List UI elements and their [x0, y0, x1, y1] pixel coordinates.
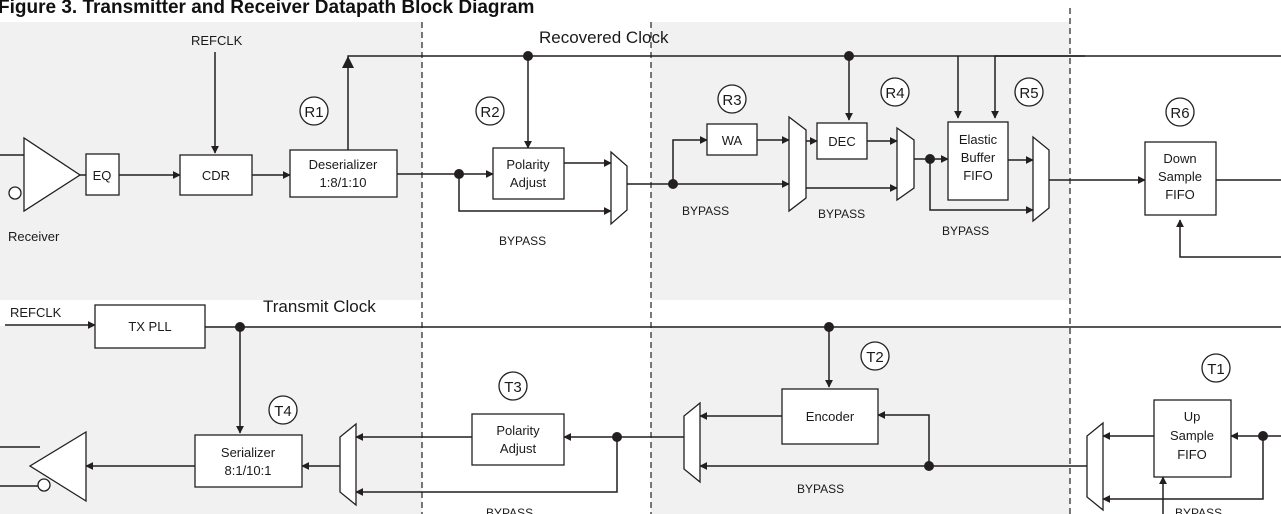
stage-marker-r5: R5	[1014, 77, 1044, 107]
transmitter-inverter-bubble	[37, 478, 51, 492]
stage-marker-r1: R1	[299, 96, 329, 126]
cdr-block	[179, 154, 253, 196]
dec-label: DEC	[828, 134, 855, 149]
eb-label-2: Buffer	[961, 150, 996, 165]
enc-bypass-label: BYPASS	[797, 482, 844, 496]
serializer-label-1: Serializer	[221, 445, 276, 460]
split-to-wa	[672, 136, 708, 184]
ds-label-3: FIFO	[1165, 187, 1195, 202]
tx-polarity-adjust-block	[471, 413, 565, 466]
stage-marker-t2: T2	[860, 341, 890, 371]
deserializer-label-2: 1:8/1:10	[320, 175, 367, 190]
serializer-label-2: 8:1/10:1	[225, 463, 272, 478]
recovered-clock-arrowhead	[342, 56, 354, 68]
us-label-3: FIFO	[1177, 447, 1207, 462]
wa-mux	[788, 115, 807, 213]
up-sample-fifo-block	[1153, 399, 1232, 478]
us-mux	[1086, 421, 1104, 512]
transmitter-driver	[28, 430, 87, 503]
eb-label-1: Elastic	[959, 132, 998, 147]
down-sample-fifo-block	[1144, 141, 1217, 216]
eb-mux	[1032, 135, 1050, 223]
eb-label-3: FIFO	[963, 168, 993, 183]
figure-title: Figure 3. Transmitter and Receiver Datap…	[0, 0, 534, 18]
stage-marker-r4: R4	[880, 77, 910, 107]
us-bypass-wire	[1102, 436, 1264, 503]
downsample-clock-input	[1176, 219, 1281, 258]
wa-label: WA	[722, 133, 743, 148]
stage-marker-r2: R2	[475, 96, 505, 126]
ds-label-2: Sample	[1158, 169, 1202, 184]
wa-bypass-label: BYPASS	[682, 204, 729, 218]
ds-label-1: Down	[1163, 151, 1196, 166]
txpol-bypass-wire	[355, 437, 618, 496]
tx-polarity-label-1: Polarity	[496, 423, 540, 438]
stage-t4-label: T4	[274, 403, 292, 420]
stage-r2-label: R2	[480, 104, 499, 121]
encoder-block	[781, 388, 879, 445]
stage-t3-label: T3	[504, 379, 522, 396]
tx-pol-bypass-label: BYPASS	[486, 506, 533, 514]
rx-polarity-adjust-block	[492, 147, 565, 200]
stage-r3-label: R3	[722, 92, 741, 109]
stage-marker-t4: T4	[268, 395, 298, 425]
stage-r4-label: R4	[885, 85, 904, 102]
deserializer-label-1: Deserializer	[309, 157, 378, 172]
us-bypass-label: BYPASS	[1175, 506, 1222, 514]
tx-pll-block	[94, 304, 206, 349]
transmit-clock-label: Transmit Clock	[263, 297, 376, 316]
dec-bypass-label: BYPASS	[818, 207, 865, 221]
split-to-encoder	[877, 411, 930, 466]
stage-marker-t1: T1	[1201, 353, 1231, 383]
deserializer-block	[289, 149, 398, 198]
tx-pol-mux	[339, 422, 357, 507]
receiver-buffer	[23, 136, 82, 213]
cdr-label: CDR	[202, 168, 230, 183]
serializer-block	[194, 434, 303, 488]
eq-block	[85, 153, 120, 196]
encoder-label: Encoder	[806, 409, 855, 424]
stage-marker-r6: R6	[1165, 97, 1195, 127]
rx-pol-bypass-label: BYPASS	[499, 234, 546, 248]
rx-polarity-label-1: Polarity	[506, 157, 550, 172]
stage-marker-t3: T3	[498, 371, 528, 401]
us-label-1: Up	[1184, 409, 1201, 424]
refclk-rx-label: REFCLK	[191, 33, 243, 48]
enc-mux	[683, 401, 701, 484]
eb-bypass-wire	[929, 159, 1034, 214]
receiver-label: Receiver	[8, 229, 60, 244]
eb-bypass-label: BYPASS	[942, 224, 989, 238]
eq-label: EQ	[93, 168, 112, 183]
stage-r1-label: R1	[304, 104, 323, 121]
elastic-buffer-fifo-block	[947, 121, 1009, 201]
rx-polarity-label-2: Adjust	[510, 175, 547, 190]
refclk-tx-label: REFCLK	[10, 305, 62, 320]
us-label-2: Sample	[1170, 428, 1214, 443]
stage-t1-label: T1	[1207, 361, 1225, 378]
recovered-clock-label: Recovered Clock	[539, 28, 669, 47]
stage-r5-label: R5	[1019, 85, 1038, 102]
tx-polarity-label-2: Adjust	[500, 441, 537, 456]
stage-t2-label: T2	[866, 349, 884, 366]
stage-marker-r3: R3	[717, 84, 747, 114]
stage-r6-label: R6	[1170, 105, 1189, 122]
tx-pll-label: TX PLL	[128, 319, 171, 334]
rx-pol-mux	[610, 150, 628, 226]
receiver-inverter-bubble	[8, 186, 22, 200]
dec-mux	[896, 126, 915, 202]
clock-to-eb-read	[991, 55, 1085, 119]
rx-pol-bypass-wire	[458, 174, 612, 215]
